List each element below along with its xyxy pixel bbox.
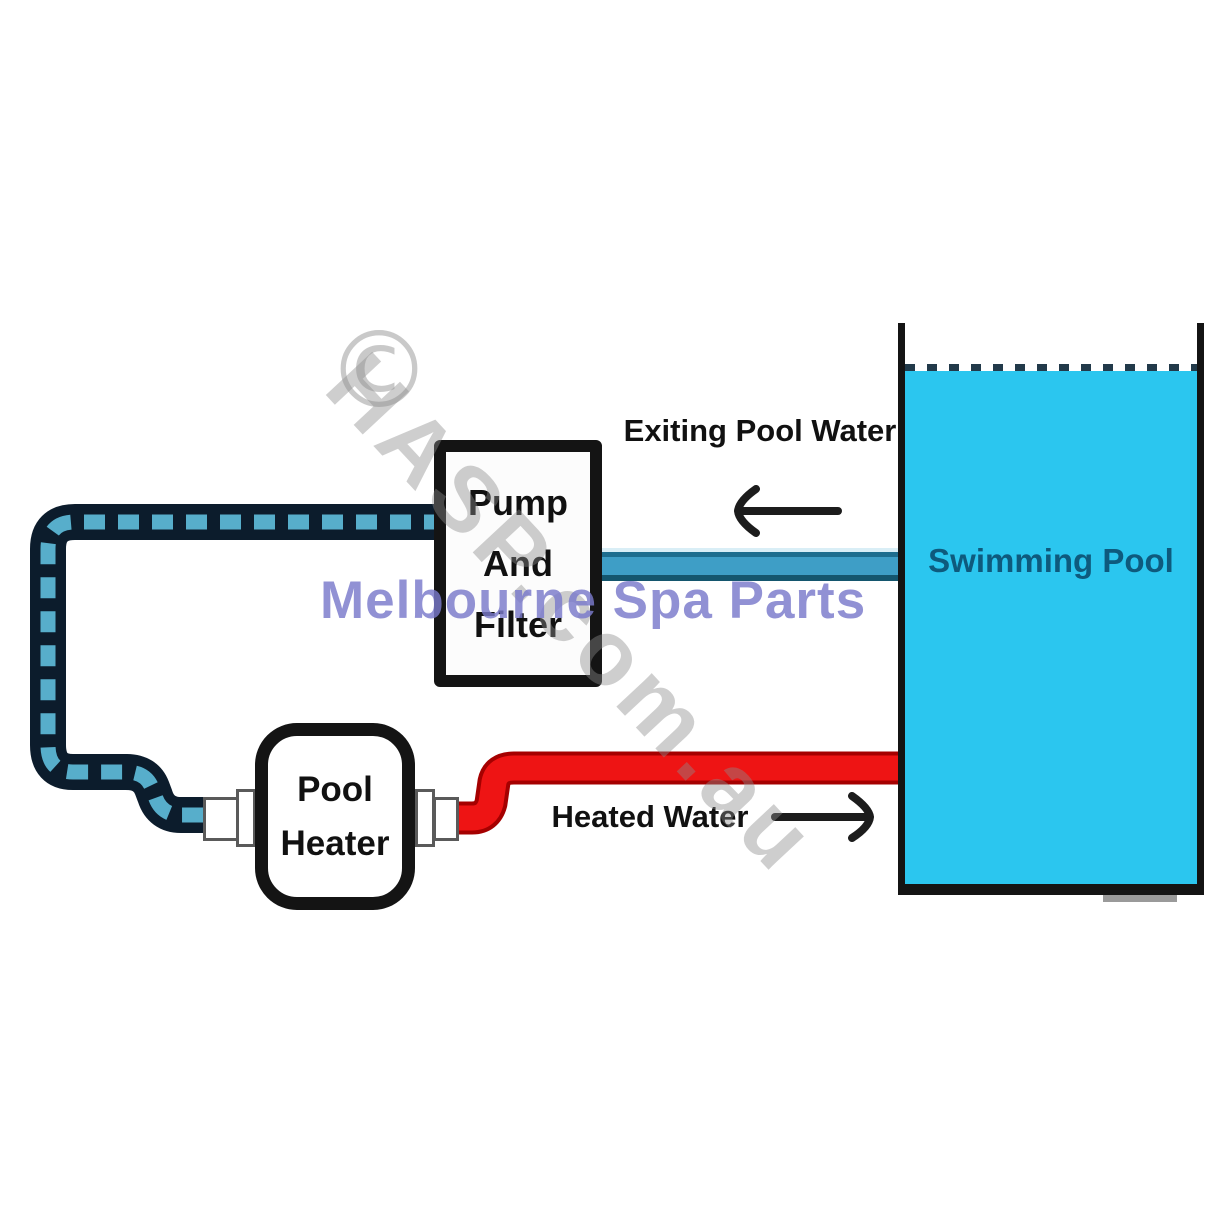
pump-to-heater-pipe [30, 504, 445, 833]
pump-label-line3: Filter [473, 604, 562, 645]
pool-floor [898, 884, 1204, 895]
pump-filter-box: Pump And Filter [434, 440, 602, 687]
heater-label-line2: Heater [280, 823, 390, 863]
exiting-water-pipe [600, 548, 898, 581]
pool-wall-left [898, 323, 905, 895]
water-surface-line [905, 364, 1197, 371]
swimming-pool-label: Swimming Pool [928, 542, 1174, 579]
pump-label-line1: Pump [467, 482, 568, 523]
brand-watermark: Melbourne Spa Parts [320, 571, 867, 630]
pump-label-line2: And [483, 543, 553, 584]
heated-water-label: Heated Water [551, 799, 749, 834]
heater-right-union-fitting [433, 797, 459, 841]
left-arrow-icon [734, 485, 842, 537]
pool-wall-right [1197, 323, 1204, 895]
heater-left-union-fitting [203, 797, 240, 841]
heated-water-pipe [448, 751, 900, 835]
heater-right-flange [415, 789, 435, 847]
exiting-pool-water-label: Exiting Pool Water [623, 413, 897, 448]
heater-label-line1: Pool [297, 769, 373, 809]
heater-left-flange [236, 789, 256, 847]
right-arrow-icon [771, 792, 874, 842]
pool-water [905, 371, 1197, 884]
pool-heater-box: Pool Heater [255, 723, 415, 910]
copyright-icon: © [326, 309, 432, 432]
pool-shadow [1103, 895, 1177, 902]
